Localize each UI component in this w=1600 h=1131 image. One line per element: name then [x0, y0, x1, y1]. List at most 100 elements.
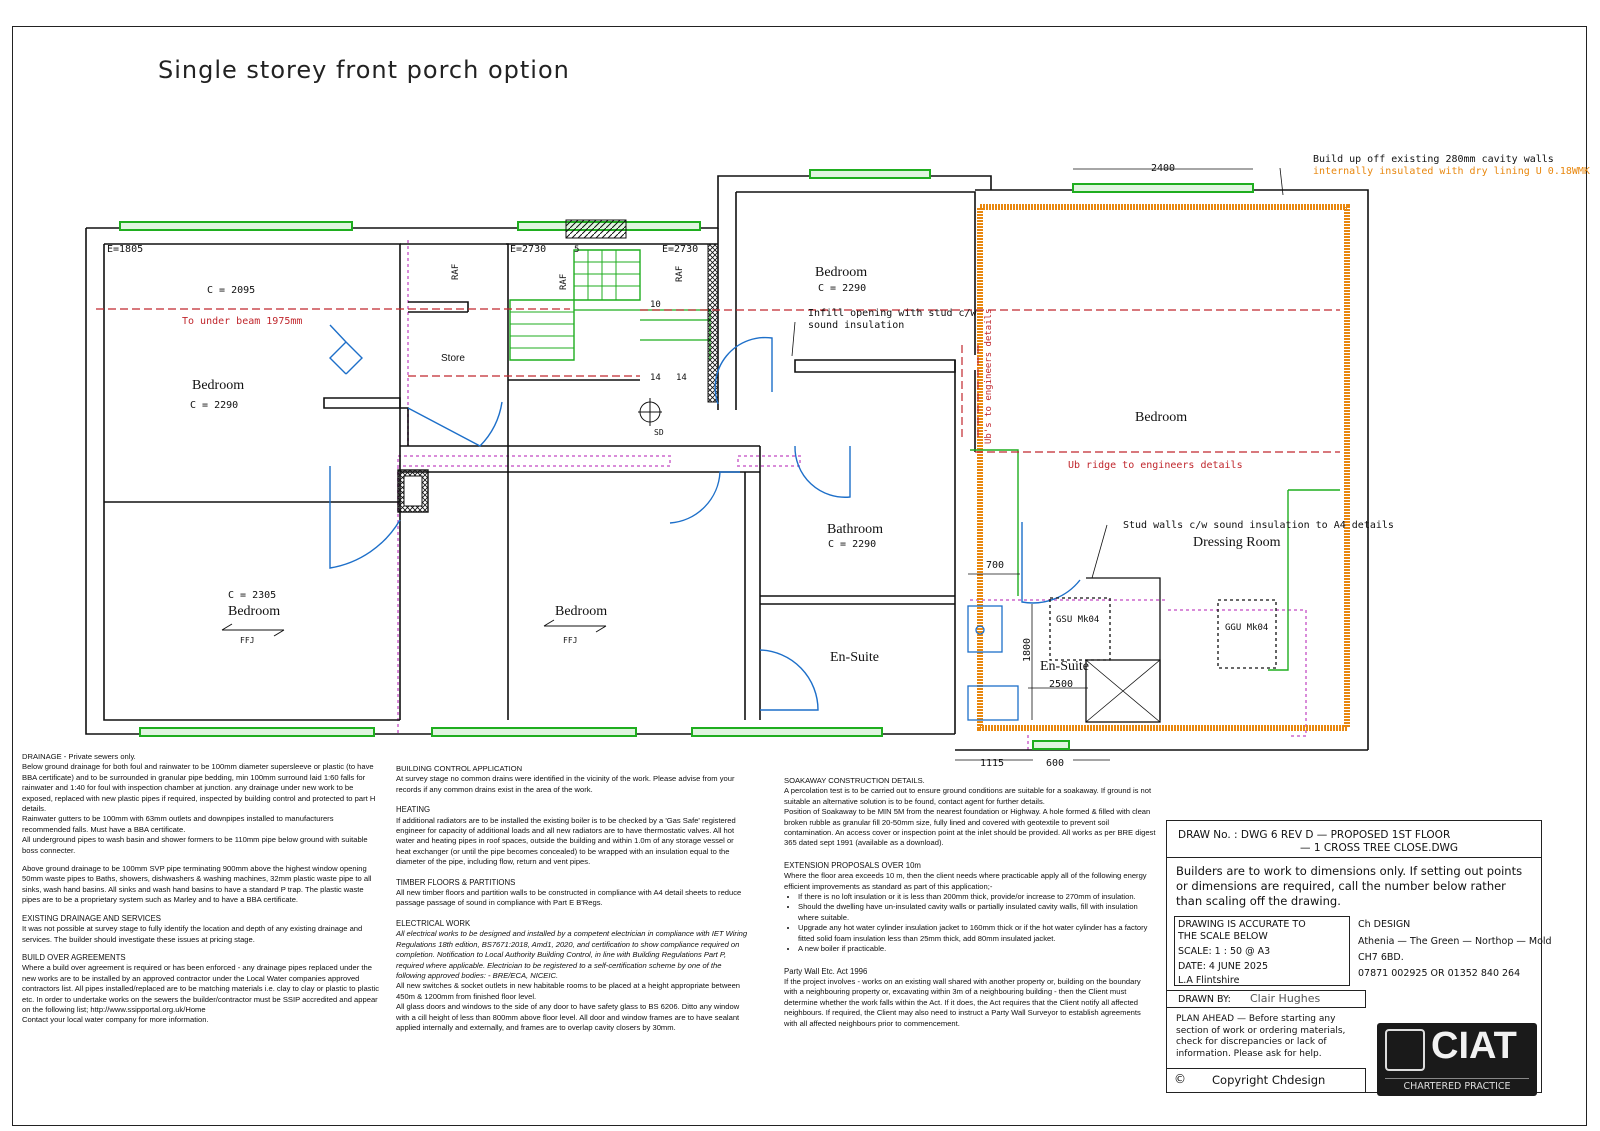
title-block-drawing-no [1166, 820, 1542, 858]
door-swings [329, 324, 1081, 711]
extension-heading: EXTENSION PROPOSALS OVER 10m [784, 860, 921, 870]
notes-column-1: DRAINAGE - Private sewers only. Below gr… [22, 752, 382, 1026]
buildover-heading: BUILD OVER AGREEMENTS [22, 952, 126, 962]
builders-note: Builders are to work to dimensions only.… [1176, 864, 1523, 908]
drawn-by-label: DRAWN BY: [1178, 994, 1231, 1005]
beam-lines [96, 308, 1340, 453]
stair-14b: 14 [676, 373, 687, 383]
ceiling-bed-top: C = 2290 [818, 283, 866, 294]
dim-2500: 2500 [1049, 679, 1073, 690]
room-label-bathroom: Bathroom [827, 522, 883, 537]
existing-p1: It was not possible at survey stage to f… [22, 924, 363, 944]
company-phone: 07871 002925 OR 01352 840 264 [1358, 968, 1521, 979]
existing-heading: EXISTING DRAINAGE AND SERVICES [22, 913, 161, 923]
drawn-by-name: Clair Hughes [1250, 992, 1321, 1005]
drainage-p4: Above ground drainage to be 100mm SVP pi… [22, 864, 372, 905]
ffj-label-2: FFJ [563, 636, 577, 645]
drawing-file: — 1 CROSS TREE CLOSE.DWG [1300, 842, 1459, 854]
notes-column-2: BUILDING CONTROL APPLICATION At survey s… [396, 764, 748, 1033]
drawing-number: DRAW No. : DWG 6 REV D — PROPOSED 1ST FL… [1178, 829, 1451, 841]
smoke-detector-symbol [638, 398, 662, 426]
soakaway-p1: A percolation test is to be carried out … [784, 786, 1152, 806]
ggu-label: GGU Mk04 [1225, 623, 1268, 633]
room-label-bedroom-4: Bedroom [555, 604, 607, 619]
level-e3: E=2730 [662, 244, 698, 255]
raf-label-3: RAF [675, 266, 685, 282]
sd-label: SD [654, 428, 664, 437]
ceiling-bed3: C = 2305 [228, 590, 276, 601]
drawing-sheet-border [12, 26, 1587, 1126]
room-label-ensuite-2: En-Suite [1040, 659, 1089, 674]
note-insulated: internally insulated with dry lining U 0… [1313, 166, 1590, 177]
dressing-room-partitions [970, 449, 1340, 671]
notes-column-3: SOAKAWAY CONSTRUCTION DETAILS. A percola… [784, 776, 1156, 1029]
dim-2400: 2400 [1151, 163, 1175, 174]
timber-p1: All new timber floors and partition wall… [396, 888, 742, 908]
room-label-bedroom-1: Bedroom [192, 378, 244, 393]
room-label-bedroom-3: Bedroom [228, 604, 280, 619]
copyright-icon: © [1174, 1072, 1186, 1086]
soakaway-p2: Position of Soakaway to be MIN 5M from t… [784, 807, 1156, 848]
electrical-p1: All electrical works to be designed and … [396, 929, 748, 980]
dim-1115: 1115 [980, 758, 1004, 769]
level-e1: E=1805 [107, 244, 143, 255]
logo-subtext: CHARTERED PRACTICE [1385, 1078, 1529, 1092]
note-build-up: Build up off existing 280mm cavity walls [1313, 154, 1554, 165]
extension-b3: Upgrade any hot water cylinder insulatio… [798, 923, 1156, 944]
gsu-label: GSU Mk04 [1056, 615, 1099, 625]
party-heading: Party Wall Etc. Act 1996 [784, 966, 868, 976]
note-stud-walls: Stud walls c/w sound insulation to A4 de… [1123, 520, 1394, 531]
heating-p1: If additional radiators are to be instal… [396, 815, 736, 867]
raf-label-2: RAF [559, 274, 569, 290]
buildover-p1: Where a build over agreement is required… [22, 963, 380, 1014]
company-postcode: CH7 6BD. [1358, 952, 1404, 963]
party-p1: If the project involves - works on an ex… [784, 976, 1141, 1028]
dim-700: 700 [986, 560, 1004, 571]
ceiling-bed2: C = 2290 [190, 400, 238, 411]
note-infill: Infill opening with stud c/w [808, 308, 978, 319]
ffj-label-1: FFJ [240, 636, 254, 645]
drawn-by-box [1166, 990, 1366, 1008]
logo-text: CIAT [1431, 1025, 1517, 1067]
staircase [397, 219, 719, 513]
bca-heading: BUILDING CONTROL APPLICATION [396, 764, 523, 773]
stair-5: 5 [574, 245, 579, 255]
soakaway-heading: SOAKAWAY CONSTRUCTION DETAILS. [784, 776, 925, 785]
extension-p1: Where the floor area exceeds 10 m, then … [784, 871, 1147, 891]
stair-14a: 14 [650, 373, 661, 383]
extension-b1: If there is no loft insulation or it is … [798, 892, 1156, 902]
drainage-p2: Rainwater gutters to be 100mm with 63mm … [22, 814, 334, 834]
copyright-text: Copyright Chdesign [1212, 1073, 1326, 1087]
drawing-title: Single storey front porch option [158, 56, 570, 84]
ciat-logo: CIAT CHARTERED PRACTICE [1377, 1023, 1537, 1096]
ffj-arrows [221, 619, 607, 637]
copyright-box [1166, 1068, 1366, 1093]
accurate-label: DRAWING IS ACCURATE TO [1178, 919, 1306, 930]
bca-p1: At survey stage no common drains were id… [396, 774, 735, 794]
scale-box [1174, 916, 1350, 986]
note-beam: To under beam 1975mm [182, 316, 302, 327]
existing-walls [85, 175, 992, 735]
ceiling-bath: C = 2290 [828, 539, 876, 550]
electrical-p2: All new switches & socket outlets in new… [396, 981, 741, 1001]
pink-stud-walls [397, 240, 1307, 750]
plan-ahead-note: PLAN AHEAD — Before starting any section… [1176, 1014, 1346, 1059]
dim-1800: 1800 [1022, 638, 1033, 662]
room-label-ensuite: En-Suite [830, 650, 879, 665]
en-suite-fixtures [967, 577, 1277, 723]
timber-heading: TIMBER FLOORS & PARTITIONS [396, 877, 516, 887]
accurate-label-2: THE SCALE BELOW [1178, 931, 1268, 942]
company-address: Athenia — The Green — Northop — Mold [1358, 936, 1552, 947]
authority-text: L.A Flintshire [1178, 975, 1240, 986]
buildover-p2: Contact your local water company for mor… [22, 1015, 209, 1025]
ciat-emblem-icon [1385, 1029, 1425, 1071]
company-name: Ch DESIGN [1358, 919, 1411, 930]
room-label-store: Store [441, 353, 465, 364]
note-ridge: Ub ridge to engineers details [1068, 460, 1243, 471]
scale-text: SCALE: 1 : 50 @ A3 [1178, 946, 1271, 957]
stair-10: 10 [650, 300, 661, 310]
level-e2: E=2730 [510, 244, 546, 255]
room-label-bedroom-large: Bedroom [1135, 410, 1187, 425]
heating-heading: HEATING [396, 805, 431, 815]
